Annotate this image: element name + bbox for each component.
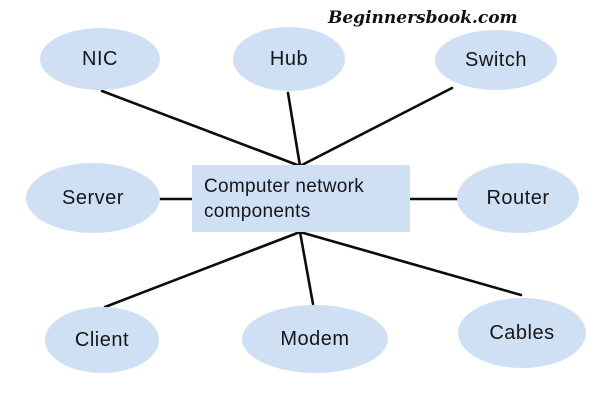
node-label: Modem — [280, 327, 350, 350]
node-label: Hub — [269, 47, 309, 70]
watermark-beginnersbook: Beginnersbook.com — [328, 8, 518, 28]
node-server: Server — [26, 163, 160, 233]
node-hub: Hub — [233, 27, 345, 91]
edge-cables — [298, 230, 523, 297]
node-label: NIC — [82, 47, 118, 70]
center-node-computer-network-components: Computer network components — [192, 165, 410, 232]
edge-switch — [298, 86, 454, 168]
node-modem: Modem — [242, 305, 388, 373]
center-node-label: Computer network components — [204, 175, 365, 222]
node-switch: Switch — [435, 30, 557, 90]
node-label: Switch — [465, 48, 527, 71]
edge-client — [103, 230, 302, 309]
node-cables: Cables — [458, 298, 586, 368]
edge-hub — [286, 91, 302, 168]
node-nic: NIC — [40, 28, 160, 90]
node-label: Client — [74, 328, 130, 351]
edge-nic — [100, 89, 302, 168]
node-label: Server — [62, 186, 124, 209]
node-label: Router — [486, 186, 550, 209]
node-label: Cables — [489, 321, 555, 344]
node-client: Client — [45, 307, 159, 373]
edge-modem — [298, 230, 315, 306]
node-router: Router — [457, 163, 579, 233]
